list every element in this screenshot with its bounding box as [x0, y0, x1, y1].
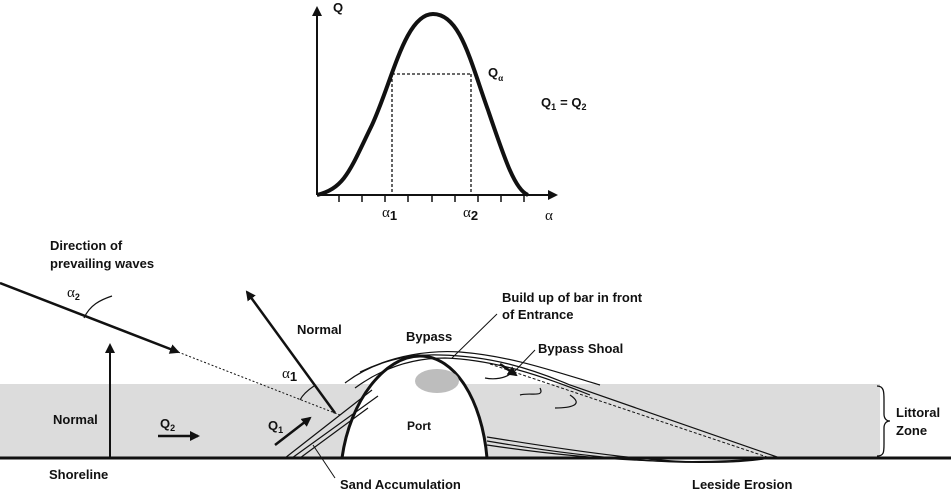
sand-accumulation-leader	[312, 444, 336, 479]
alpha2-angle-arc	[83, 295, 113, 319]
coastal-plan: Direction of prevailing waves α2 Normal …	[0, 238, 951, 492]
x-axis-label: α	[545, 208, 553, 224]
littoral-zone-brace	[876, 385, 891, 457]
q1-arrow	[274, 416, 312, 446]
q-alpha-guides	[391, 73, 472, 195]
equation-label: Q1= Q2	[541, 95, 586, 112]
buildup-label-line2: of Entrance	[502, 307, 574, 322]
alpha2-tick-label: α2	[463, 205, 478, 223]
distribution-graph: Q α Qα α1 α2 Q1= Q2	[312, 0, 586, 224]
sand-accumulation-lines	[284, 389, 379, 459]
buildup-label-line1: Build up of bar in front	[502, 290, 643, 305]
normal-left-label: Normal	[53, 412, 98, 427]
x-axis-ticks	[338, 195, 525, 202]
shoreline-label: Shoreline	[49, 467, 108, 482]
wave-crest-extension	[489, 363, 771, 459]
direction-label-line1: Direction of	[50, 238, 123, 253]
bypass-label: Bypass	[406, 329, 452, 344]
q-curve	[316, 11, 529, 197]
q1-label: Q1	[268, 418, 283, 435]
normal-mid-label: Normal	[297, 322, 342, 337]
wave-direction-arrow	[0, 281, 180, 354]
bypass-shoal-label: Bypass Shoal	[538, 341, 623, 356]
wave-direction-extension	[177, 351, 341, 416]
q2-label: Q2	[160, 416, 175, 433]
alpha1-angle-label: α1	[282, 366, 297, 384]
alpha1-angle-arc	[299, 385, 315, 401]
direction-label-line2: prevailing waves	[50, 256, 154, 271]
bypass-shoal-patch	[415, 369, 459, 393]
littoral-label-line2: Zone	[896, 423, 927, 438]
leeside-erosion-label: Leeside Erosion	[692, 477, 792, 492]
littoral-label-line1: Littoral	[896, 405, 940, 420]
q-alpha-label: Qα	[488, 65, 503, 83]
port-label: Port	[407, 419, 431, 433]
normal-arrow-mid	[245, 290, 337, 414]
y-axis-label: Q	[333, 0, 343, 15]
alpha2-angle-label: α2	[67, 285, 80, 302]
alpha1-tick-label: α1	[382, 205, 397, 223]
sand-accumulation-label: Sand Accumulation	[340, 477, 461, 492]
bypass-shoal-leader	[511, 349, 536, 375]
buildup-leader	[451, 313, 498, 359]
